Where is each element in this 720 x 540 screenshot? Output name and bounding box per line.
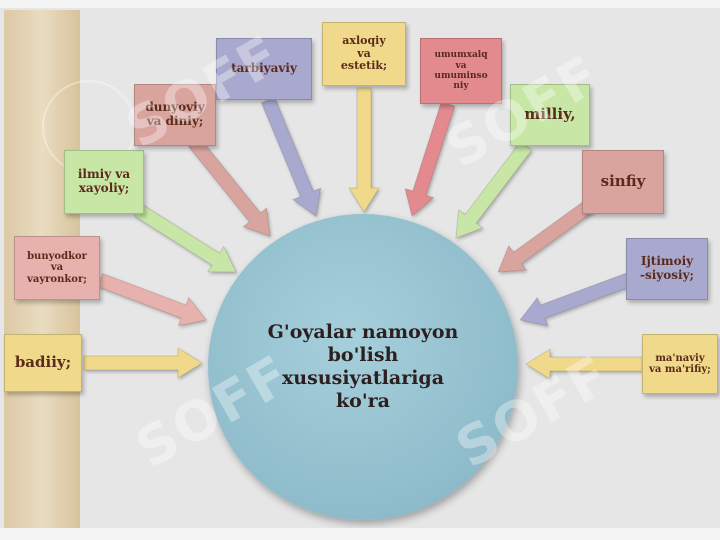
node-dunyoviy-label: dunyoviy va diniy;: [145, 100, 205, 128]
node-ijtimoiy: Ijtimoiy -siyosiy;: [626, 238, 708, 300]
node-axloqiy-label: axloqiy va estetik;: [340, 34, 388, 73]
node-badiiy: badiiy;: [4, 334, 82, 392]
arrow-tarbiyaviy: [260, 96, 322, 217]
node-axloqiy: axloqiy va estetik;: [322, 22, 406, 86]
arrow-manaviy: [525, 348, 643, 380]
arrow-dunyoviy: [187, 136, 271, 237]
node-sinfiy: sinfiy: [582, 150, 664, 214]
node-manaviy-label: ma'naviy va ma'rifiy;: [649, 352, 711, 376]
node-manaviy: ma'naviy va ma'rifiy;: [642, 334, 718, 394]
node-tarbiyaviy: tarbiyaviy: [216, 38, 312, 100]
node-tarbiyaviy-label: tarbiyaviy: [231, 61, 297, 76]
node-ilmiy-label: ilmiy va xayoliy;: [77, 167, 131, 195]
node-badiiy-label: badiiy;: [14, 353, 72, 372]
top-border: [0, 0, 720, 8]
arrow-ilmiy: [133, 203, 237, 273]
node-umuminsoniy: umumxalq va umuminso niy: [420, 38, 502, 104]
arrow-umuminsoniy: [404, 101, 456, 217]
node-sinfiy-label: sinfiy: [600, 172, 646, 191]
node-dunyoviy: dunyoviy va diniy;: [134, 84, 216, 146]
bottom-border: [0, 528, 720, 540]
central-concept-label: G'oyalar namoyon bo'lish xususiyatlariga…: [267, 321, 459, 412]
node-bunyodkor: bunyodkor va vayronkor;: [14, 236, 100, 300]
central-concept-circle: G'oyalar namoyon bo'lish xususiyatlariga…: [208, 214, 518, 520]
node-milliy-label: milliy,: [524, 105, 576, 124]
node-milliy: milliy,: [510, 84, 590, 146]
arrow-badiiy: [83, 347, 203, 379]
arrow-sinfiy: [497, 197, 597, 273]
arrow-axloqiy: [348, 87, 380, 213]
arrow-milliy: [455, 141, 533, 239]
arrow-ijtimoiy: [519, 272, 632, 327]
node-ilmiy: ilmiy va xayoliy;: [64, 150, 144, 214]
node-ijtimoiy-label: Ijtimoiy -siyosiy;: [640, 254, 694, 282]
node-bunyodkor-label: bunyodkor va vayronkor;: [27, 250, 87, 285]
arrow-bunyodkor: [96, 272, 207, 327]
node-umuminsoniy-label: umumxalq va umuminso niy: [434, 50, 488, 92]
